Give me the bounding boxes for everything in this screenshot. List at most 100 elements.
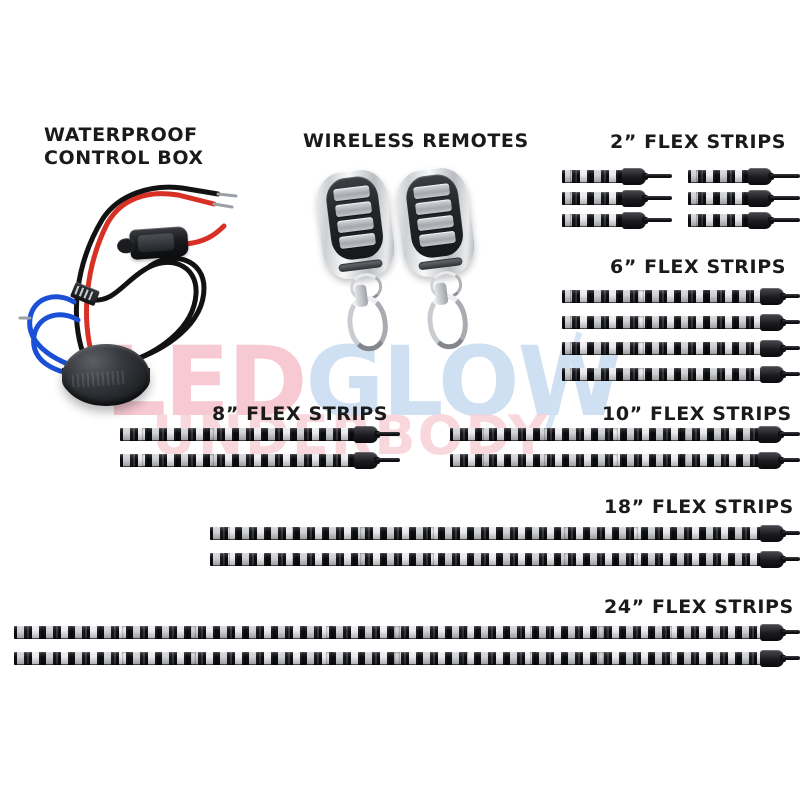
- strip-solder-pad: [394, 652, 400, 665]
- strip-solder-pad: [598, 626, 604, 639]
- strip-solder-pad: [632, 527, 638, 540]
- strip-pcb: [688, 214, 750, 227]
- strip-pcb: [14, 626, 762, 639]
- remote-button-2[interactable]: [414, 199, 453, 216]
- remote-button-1[interactable]: [333, 185, 371, 202]
- strip-solder-pad: [570, 342, 576, 355]
- strip-solder-pad: [632, 553, 638, 566]
- remote-button-1[interactable]: [413, 183, 451, 200]
- strip-pcb: [120, 428, 356, 441]
- flex-strip-24in-1: [14, 624, 800, 641]
- strip-solder-pad: [276, 428, 282, 441]
- strip-lead-wire: [782, 630, 800, 634]
- flex-strip-6in-2: [562, 314, 800, 331]
- control-box-housing: [62, 344, 150, 406]
- strip-end-cap: [760, 551, 786, 568]
- heading-line-1: WATERPROOF: [44, 124, 198, 146]
- strip-solder-pad: [638, 342, 644, 355]
- flex-strip-18in-1: [210, 525, 800, 542]
- strip-solder-pad: [54, 626, 60, 639]
- remote-button-4[interactable]: [418, 230, 457, 248]
- strip-pcb: [450, 454, 760, 467]
- flex-strip-6in-4: [562, 366, 800, 383]
- strip-solder-pad: [360, 527, 366, 540]
- strip-solder-pad: [122, 626, 128, 639]
- strip-pcb: [562, 290, 762, 303]
- strip-solder-pad: [394, 626, 400, 639]
- strip-end-cap: [354, 452, 380, 469]
- flex-strip-18in-2: [210, 551, 800, 568]
- strip-solder-pad: [54, 652, 60, 665]
- remote-button-3[interactable]: [416, 214, 455, 232]
- strip-solder-pad: [570, 368, 576, 381]
- heading-2in-flex-strips: 2” FLEX STRIPS: [610, 131, 787, 153]
- strip-lead-wire: [780, 432, 800, 436]
- strip-solder-pad: [704, 316, 710, 329]
- strip-solder-pad: [276, 454, 282, 467]
- strip-solder-pad: [704, 342, 710, 355]
- strip-end-cap: [748, 212, 774, 229]
- remote-button-3[interactable]: [336, 216, 375, 234]
- strip-solder-pad: [428, 527, 434, 540]
- strip-solder-pad: [428, 553, 434, 566]
- strip-pcb: [210, 553, 762, 566]
- strip-end-cap: [758, 426, 784, 443]
- strip-pcb: [562, 342, 762, 355]
- strip-solder-pad: [700, 553, 706, 566]
- strip-end-cap: [622, 212, 648, 229]
- flex-strip-6in-1: [562, 288, 800, 305]
- flex-strip-8in-2: [120, 452, 400, 469]
- strip-solder-pad: [496, 553, 502, 566]
- strip-solder-pad: [190, 652, 196, 665]
- strip-pcb: [210, 527, 762, 540]
- strip-solder-pad: [696, 170, 702, 183]
- strip-solder-pad: [700, 527, 706, 540]
- strip-pcb: [562, 170, 624, 183]
- heading-18in-flex-strips: 18” FLEX STRIPS: [604, 496, 794, 518]
- strip-end-cap: [622, 190, 648, 207]
- strip-solder-pad: [190, 626, 196, 639]
- heading-10in-flex-strips: 10” FLEX STRIPS: [602, 403, 792, 425]
- strip-solder-pad: [142, 428, 148, 441]
- strip-solder-pad: [696, 192, 702, 205]
- strip-solder-pad: [208, 454, 214, 467]
- remote-button-4[interactable]: [338, 232, 377, 250]
- strip-pcb: [562, 192, 624, 205]
- heading-wireless-remotes: WIRELESS REMOTES: [303, 130, 529, 152]
- strip-lead-wire: [782, 294, 800, 298]
- strip-end-cap: [760, 340, 786, 357]
- strip-solder-pad: [570, 192, 576, 205]
- flex-strip-2in-4: [688, 168, 800, 185]
- strip-lead-wire: [782, 656, 800, 660]
- strip-pcb: [688, 192, 750, 205]
- strip-end-cap: [748, 168, 774, 185]
- strip-end-cap: [760, 624, 786, 641]
- strip-solder-pad: [496, 527, 502, 540]
- strip-solder-pad: [544, 428, 550, 441]
- remote-lobster-clasp-2: [424, 291, 471, 352]
- strip-lead-wire: [770, 174, 800, 178]
- strip-solder-pad: [612, 428, 618, 441]
- strip-pcb: [14, 652, 762, 665]
- strip-lead-wire: [782, 346, 800, 350]
- strip-pcb: [562, 368, 762, 381]
- strip-solder-pad: [570, 316, 576, 329]
- remote-button-2[interactable]: [334, 201, 373, 218]
- strip-solder-pad: [258, 652, 264, 665]
- strip-solder-pad: [564, 527, 570, 540]
- strip-solder-pad: [638, 368, 644, 381]
- strip-solder-pad: [292, 553, 298, 566]
- wireless-remote-2: [393, 164, 479, 352]
- strip-solder-pad: [530, 626, 536, 639]
- heading-6in-flex-strips: 6” FLEX STRIPS: [610, 256, 787, 278]
- strip-solder-pad: [704, 290, 710, 303]
- flex-strip-2in-6: [688, 212, 800, 229]
- strip-pcb: [120, 454, 356, 467]
- strip-solder-pad: [478, 428, 484, 441]
- strip-lead-wire: [782, 372, 800, 376]
- strip-solder-pad: [564, 553, 570, 566]
- strip-pcb: [562, 316, 762, 329]
- strip-lead-wire: [376, 432, 400, 436]
- heading-waterproof-control-box: WATERPROOF CONTROL BOX: [44, 124, 204, 170]
- strip-solder-pad: [224, 553, 230, 566]
